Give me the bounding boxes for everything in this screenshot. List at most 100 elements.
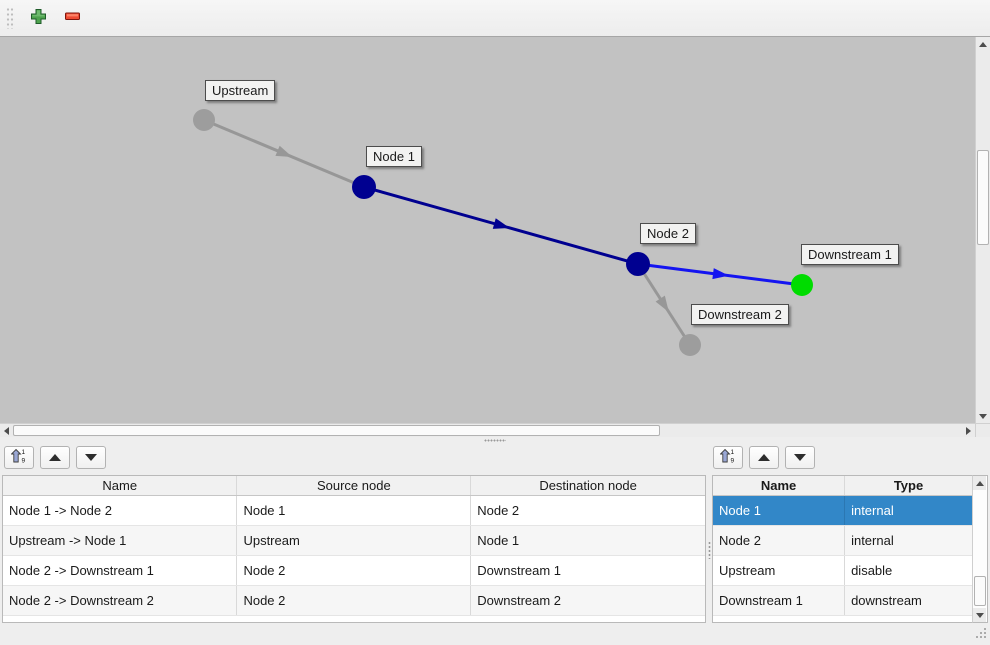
column-header[interactable]: Type [893,478,924,493]
status-bar [0,623,990,645]
cell: Node 2 [477,503,520,518]
sort-ascending-icon: 1 9 [10,448,27,467]
column-header[interactable]: Destination node [539,478,637,493]
table-header-row: Name Type [713,476,972,496]
cell: Node 2 [237,556,472,585]
resize-grip-icon[interactable] [974,626,987,642]
scroll-right-button[interactable] [962,424,975,437]
vertical-splitter[interactable] [707,444,712,623]
cell: Upstream [237,526,472,555]
sort-button[interactable]: 1 9 [4,446,34,469]
splitter-grip-icon [708,541,711,559]
horizontal-scroll-thumb[interactable] [13,425,660,436]
cell: Downstream 2 [477,593,562,608]
vertical-scroll-thumb[interactable] [977,150,989,245]
table-row[interactable]: Node 2 internal [713,526,972,556]
cell: Node 2 [713,526,846,555]
scroll-up-button[interactable] [976,37,990,51]
column-header[interactable]: Source node [237,476,472,495]
node-label[interactable]: Upstream [205,80,276,101]
add-button[interactable] [23,4,53,32]
graph-node-node-1[interactable] [352,175,376,199]
cell: Downstream 1 [713,586,846,615]
graph-node-upstream[interactable] [193,109,215,131]
node-label[interactable]: Node 2 [640,223,696,244]
graph-svg [193,109,813,356]
up-arrow-icon [979,41,987,47]
toolbar-grip-handle[interactable] [6,7,15,29]
move-up-button[interactable] [40,446,70,469]
down-arrow-icon [975,612,984,618]
move-up-button[interactable] [749,446,779,469]
move-down-button[interactable] [76,446,106,469]
down-triangle-icon [85,454,97,461]
down-triangle-icon [794,454,806,461]
node-label[interactable]: Downstream 1 [801,244,899,265]
node-label[interactable]: Node 1 [366,146,422,167]
splitter-grip-icon [484,439,506,442]
horizontal-splitter[interactable] [0,437,990,444]
cell: Node 1 [477,533,520,548]
graph-node-downstream-1[interactable] [791,274,813,296]
column-header[interactable]: Name [713,476,846,495]
cell: Node 1 [713,496,846,525]
nodes-toolbar: 1 9 [713,446,990,469]
table-row[interactable]: Node 1 internal [713,496,972,526]
graph-node-node-2[interactable] [626,252,650,276]
cell: downstream [851,593,922,608]
graph-node-downstream-2[interactable] [679,334,701,356]
table-empty-area [3,616,705,622]
left-arrow-icon [4,426,9,435]
canvas-vertical-scrollbar[interactable] [975,37,990,423]
move-down-button[interactable] [785,446,815,469]
column-header[interactable]: Name [3,476,238,495]
svg-text:1: 1 [22,449,26,456]
edge-arrow-icon [275,145,293,157]
edge-arrow-icon [655,295,669,313]
cell: internal [851,533,894,548]
scroll-left-button[interactable] [0,424,13,437]
down-arrow-icon [979,413,987,419]
edge-arrow-icon [712,268,729,280]
cell: Downstream 1 [477,563,562,578]
up-triangle-icon [758,454,770,461]
canvas-horizontal-scrollbar[interactable] [0,423,975,437]
remove-button[interactable] [57,4,87,32]
sort-button[interactable]: 1 9 [713,446,743,469]
cell: internal [851,503,894,518]
cell: Upstream [713,556,846,585]
scrollbar-corner [975,423,990,437]
table-row[interactable]: Downstream 1 downstream [713,586,972,616]
up-arrow-icon [975,480,984,486]
cell: Upstream -> Node 1 [3,526,238,555]
nodes-table-scrollbar[interactable] [972,475,988,623]
cell: Node 1 [237,496,472,525]
cell: Node 2 -> Downstream 1 [3,556,238,585]
cell: Node 1 -> Node 2 [3,496,238,525]
scroll-down-button[interactable] [976,409,990,423]
svg-text:9: 9 [731,458,735,465]
up-triangle-icon [49,454,61,461]
svg-text:9: 9 [22,458,26,465]
plus-icon [30,8,47,28]
minus-icon [64,10,81,26]
edge-arrow-icon [492,218,510,229]
node-label[interactable]: Downstream 2 [691,304,789,325]
vertical-scroll-thumb[interactable] [974,576,986,606]
scroll-up-button[interactable] [973,476,986,490]
scroll-down-button[interactable] [973,608,986,622]
